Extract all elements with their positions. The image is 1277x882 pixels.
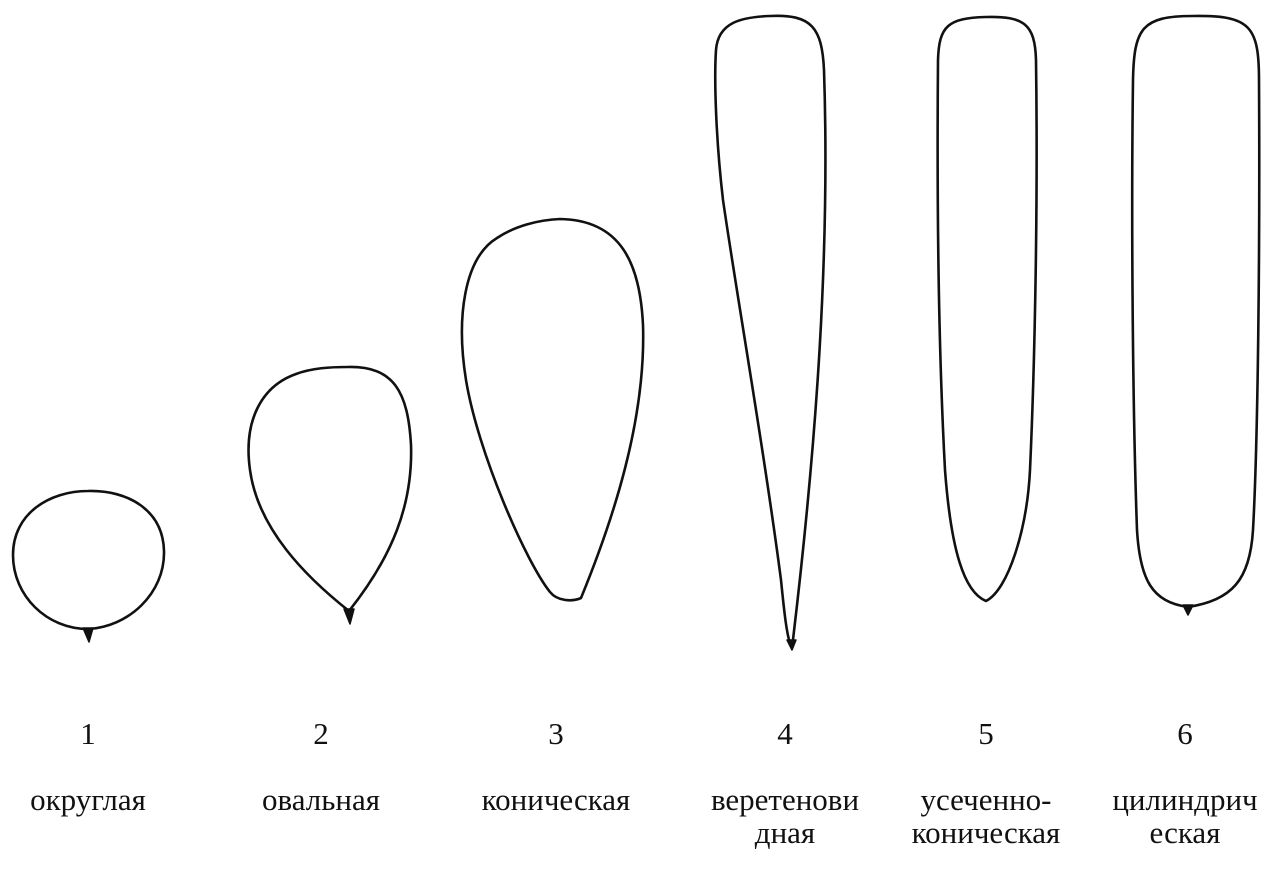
caption-truncated-conical-number: 5 xyxy=(876,717,1096,750)
caption-oval: 2 овальная xyxy=(211,684,431,849)
caption-cylindrical-number: 6 xyxy=(1075,717,1277,750)
caption-spindle: 4 веретенови дная xyxy=(675,684,895,882)
caption-conical-number: 3 xyxy=(446,717,666,750)
caption-round-number: 1 xyxy=(0,717,198,750)
caption-cylindrical-name: цилиндрич еская xyxy=(1075,783,1277,849)
shape-spindle-outline xyxy=(715,16,825,648)
shape-round-tip xyxy=(83,628,93,642)
caption-truncated-conical-name: усеченно- коническая xyxy=(876,783,1096,849)
caption-cylindrical: 6 цилиндрич еская xyxy=(1075,684,1277,882)
shape-cylindrical-outline xyxy=(1132,16,1259,607)
caption-truncated-conical: 5 усеченно- коническая xyxy=(876,684,1096,882)
shape-oval-outline xyxy=(249,367,412,611)
shape-oval-tip xyxy=(344,609,354,624)
shape-conical xyxy=(462,219,643,600)
shape-spindle xyxy=(715,16,825,650)
shape-round xyxy=(13,491,164,642)
shape-cylindrical-tip xyxy=(1183,605,1193,615)
caption-conical-name: коническая xyxy=(446,783,666,816)
caption-oval-number: 2 xyxy=(211,717,431,750)
shape-cylindrical xyxy=(1132,16,1259,615)
caption-spindle-name: веретенови дная xyxy=(675,783,895,849)
shape-truncated-conical-outline xyxy=(938,17,1037,601)
caption-round: 1 округлая xyxy=(0,684,198,849)
caption-oval-name: овальная xyxy=(211,783,431,816)
caption-spindle-number: 4 xyxy=(675,717,895,750)
shape-spindle-tip xyxy=(787,640,796,650)
caption-round-name: округлая xyxy=(0,783,198,816)
shape-conical-outline xyxy=(462,219,643,600)
caption-conical: 3 коническая xyxy=(446,684,666,849)
shape-oval xyxy=(249,367,412,624)
shape-truncated-conical xyxy=(938,17,1037,601)
shape-round-outline xyxy=(13,491,164,629)
root-shapes-diagram xyxy=(0,0,1277,797)
